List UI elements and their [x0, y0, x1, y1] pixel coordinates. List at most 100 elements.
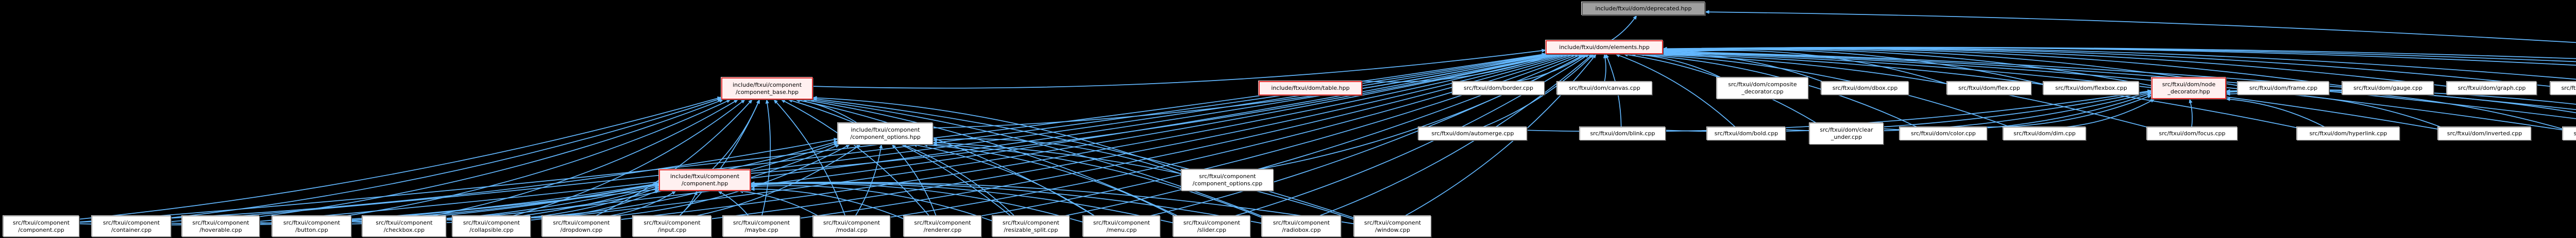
edge-dim-to-ele: [1639, 52, 2011, 128]
graph-node-c_collapsible[interactable]: src/ftxui/component /collapsible.cpp: [452, 216, 531, 237]
graph-node-copts[interactable]: include/ftxui/component /component_optio…: [838, 123, 933, 145]
edge-bold-to-ele: [1615, 54, 1736, 128]
edge-c_slider-to-copts: [923, 143, 1175, 216]
graph-node-c_window[interactable]: src/ftxui/component /window.cpp: [1354, 216, 1431, 237]
graph-node-flex[interactable]: src/ftxui/dom/flex.cpp: [1947, 82, 2031, 95]
edge-c_dropdown-to-comp: [609, 191, 676, 216]
edge-c_button-to-ele: [351, 53, 1555, 221]
graph-node-c_maybe[interactable]: src/ftxui/component /maybe.cpp: [723, 216, 800, 237]
graph-node-c_component[interactable]: src/ftxui/component /component.cpp: [3, 216, 79, 237]
edge-italic-to-ele: [1662, 50, 2563, 131]
edge-c_collapsible-to-copts: [530, 144, 840, 218]
graph-node-c_resizable[interactable]: src/ftxui/component /resizable_split.cpp: [992, 216, 1070, 237]
edge-flexbox-to-ele: [1662, 49, 2044, 85]
edge-flex-to-ele: [1662, 50, 1947, 85]
graph-node-color[interactable]: src/ftxui/dom/color.cpp: [1900, 127, 1987, 140]
edge-c_input-to-comp: [679, 190, 698, 216]
edge-c_resizable-to-comp: [750, 184, 993, 221]
edge-focus-to-ndec: [2189, 98, 2193, 128]
edge-coptscpp-to-copts: [932, 138, 1182, 174]
edge-c_modal-to-comp: [738, 189, 819, 216]
edge-c_window-to-ele: [1404, 54, 1597, 216]
edge-c_renderer-to-copts: [891, 144, 937, 216]
graph-node-hyperlink[interactable]: src/ftxui/dom/hyperlink.cpp: [2297, 127, 2400, 140]
graph-node-c_renderer[interactable]: src/ftxui/component /renderer.cpp: [904, 216, 981, 237]
edge-c_checkbox-to-cbase: [432, 99, 739, 216]
graph-node-cbase[interactable]: include/ftxui/component /component_base.…: [721, 77, 813, 100]
edge-hyperlink-to-ndec: [2225, 97, 2325, 128]
graph-node-dim[interactable]: src/ftxui/dom/dim.cpp: [2003, 127, 2086, 140]
edge-c_input-to-cbase: [679, 99, 760, 216]
edge-c_checkbox-to-copts: [446, 142, 839, 219]
graph-node-c_radiobox[interactable]: src/ftxui/component /radiobox.cpp: [1262, 216, 1341, 237]
edge-text-to-ele: [1662, 46, 2576, 59]
edge-c_collapsible-to-ele: [530, 53, 1562, 221]
edge-c_component-to-cbase: [79, 96, 722, 220]
edge-c_collapsible-to-cbase: [512, 99, 745, 216]
graph-node-table[interactable]: include/ftxui/dom/table.hpp: [1259, 81, 1362, 96]
edge-color-to-ele: [1631, 52, 1918, 128]
graph-node-ndec[interactable]: src/ftxui/dom/node _decorator.hpp: [2151, 77, 2226, 99]
graph-node-c_dropdown[interactable]: src/ftxui/component /dropdown.cpp: [542, 216, 621, 237]
graph-node-c_modal[interactable]: src/ftxui/component /modal.cpp: [813, 216, 890, 237]
edge-coptscpp-to-cbase: [812, 96, 1182, 171]
edge-dim-to-ndec: [2065, 99, 2155, 128]
graph-node-gauge[interactable]: src/ftxui/dom/gauge.cpp: [2342, 82, 2434, 95]
edge-inverted-to-ele: [1662, 51, 2438, 130]
edge-c_radiobox-to-cbase: [809, 98, 1262, 217]
graph-node-c_menu[interactable]: src/ftxui/component /menu.cpp: [1083, 216, 1160, 237]
edge-c_window-to-comp: [750, 181, 1354, 225]
graph-node-c_checkbox[interactable]: src/ftxui/component /checkbox.cpp: [362, 216, 446, 237]
edge-hyperlink-to-ele: [1662, 52, 2297, 129]
edge-dbox-to-ele: [1648, 52, 1823, 82]
graph-node-c_button[interactable]: src/ftxui/component /button.cpp: [272, 216, 351, 237]
edge-c_input-to-ele: [711, 53, 1569, 219]
graph-node-c_slider[interactable]: src/ftxui/component /slider.cpp: [1173, 216, 1250, 237]
graph-node-flexbox[interactable]: src/ftxui/dom/flexbox.cpp: [2043, 82, 2139, 95]
graph-node-c_hoverable[interactable]: src/ftxui/component /hoverable.cpp: [182, 216, 260, 237]
edge-automerge-to-ele: [1482, 54, 1595, 128]
edge-c_maybe-to-cbase: [761, 99, 771, 216]
edge-c_hoverable-to-cbase: [259, 99, 724, 217]
graph-node-dbox[interactable]: src/ftxui/dom/dbox.cpp: [1821, 82, 1909, 95]
graph-node-coptscpp[interactable]: src/ftxui/component /component_options.c…: [1181, 169, 1274, 191]
graph-node-c_input[interactable]: src/ftxui/component /input.cpp: [633, 216, 711, 237]
edge-c_slider-to-cbase: [802, 98, 1178, 216]
graph-node-graph[interactable]: src/ftxui/dom/graph.cpp: [2447, 82, 2537, 95]
graph-node-inverted[interactable]: src/ftxui/dom/inverted.cpp: [2438, 127, 2531, 140]
edge-c_menu-to-copts: [912, 143, 1095, 216]
graph-node-frame[interactable]: src/ftxui/dom/frame.cpp: [2238, 82, 2329, 95]
graph-node-automerge[interactable]: src/ftxui/dom/automerge.cpp: [1418, 127, 1527, 140]
graph-node-compdec[interactable]: src/ftxui/dom/composite _decorator.cpp: [1717, 77, 1808, 99]
edge-c_button-to-cbase: [346, 99, 731, 216]
edge-lingrad-to-ele: [1662, 50, 2576, 119]
edge-scrollind-to-ele: [1662, 50, 2576, 110]
edge-c_menu-to-comp: [750, 183, 1083, 223]
graph-node-dep[interactable]: include/ftxui/dom/deprecated.hpp: [1582, 2, 1705, 15]
edge-text-to-dep: [1704, 10, 2576, 43]
graph-node-focus[interactable]: src/ftxui/dom/focus.cpp: [2147, 127, 2238, 140]
graph-node-gridbox[interactable]: src/ftxui/dom/gridbox.cpp: [2550, 82, 2576, 95]
edge-c_renderer-to-cbase: [781, 99, 930, 216]
graph-node-c_container[interactable]: src/ftxui/component /container.cpp: [92, 216, 171, 237]
edge-c_input-to-copts: [696, 144, 861, 216]
graph-node-italic[interactable]: src/ftxui/dom/italic.cpp: [2563, 127, 2576, 140]
graph-node-clearu[interactable]: src/ftxui/dom/clear _under.cpp: [1809, 123, 1884, 145]
graph-node-blink[interactable]: src/ftxui/dom/blink.cpp: [1580, 127, 1666, 140]
edge-c_radiobox-to-copts: [932, 142, 1262, 218]
graph-node-ele[interactable]: include/ftxui/dom/elements.hpp: [1546, 40, 1663, 54]
graph-node-comp[interactable]: include/ftxui/component /component.hpp: [659, 169, 751, 191]
edge-canvas-to-ele: [1603, 53, 1607, 82]
graph-node-border[interactable]: src/ftxui/dom/border.cpp: [1452, 82, 1545, 95]
edge-c_window-to-copts: [932, 140, 1354, 220]
edge-c_window-to-cbase: [812, 97, 1354, 218]
graph-node-canvas[interactable]: src/ftxui/dom/canvas.cpp: [1557, 82, 1652, 95]
edge-c_checkbox-to-ele: [446, 53, 1558, 221]
graph-node-bold[interactable]: src/ftxui/dom/bold.cpp: [1707, 127, 1786, 140]
edge-c_resizable-to-copts: [902, 144, 1015, 216]
edge-c_button-to-copts: [351, 140, 839, 220]
edge-ele-to-dep: [1611, 15, 1637, 41]
edge-c_modal-to-copts: [855, 144, 883, 216]
